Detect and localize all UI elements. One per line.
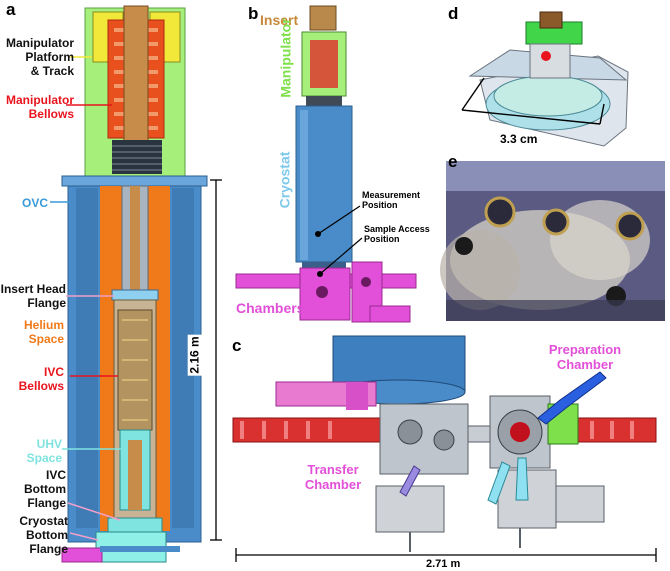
panel-b-drawing xyxy=(235,5,417,323)
panel-letter-c: c xyxy=(232,336,242,355)
label-uhv-space: UHV Space xyxy=(26,437,62,465)
label-sample-access-position: Sample Access Position xyxy=(364,224,430,244)
dimension-2-16m xyxy=(210,179,222,541)
label-cryostat-bottom-flange: Cryostat Bottom Flange xyxy=(19,514,68,556)
label-insert: Insert xyxy=(260,12,299,28)
label-cryostat: Cryostat xyxy=(276,151,293,209)
dimension-2-71m xyxy=(235,548,657,562)
label-preparation-chamber: Preparation Chamber xyxy=(548,342,622,372)
transfer-arm-right xyxy=(575,417,657,443)
label-manipulator-bellows: Manipulator Bellows xyxy=(6,93,74,121)
panel-letter-b: b xyxy=(248,4,259,23)
panel-d-drawing xyxy=(468,11,629,147)
panel-c-drawing xyxy=(232,335,657,552)
panel-letter-e: e xyxy=(448,152,458,171)
measurement-marker xyxy=(315,231,321,237)
label-ovc: OVC xyxy=(21,196,48,210)
panel-a-drawing xyxy=(61,5,208,563)
panel-a-arrows xyxy=(50,56,122,541)
panel-e-photo xyxy=(440,161,665,321)
dimension-label-2-16m: 2.16 m xyxy=(187,334,202,376)
sample-access-marker xyxy=(317,271,323,277)
panel-letter-a: a xyxy=(6,0,16,19)
dimension-label-2-71m: 2.71 m xyxy=(426,558,461,570)
dimension-3-3cm xyxy=(461,77,605,125)
label-manipulator: Manipulator xyxy=(277,18,294,98)
label-chambers: Chambers xyxy=(236,300,305,316)
label-ivc-bottom-flange: IVC Bottom Flange xyxy=(24,468,66,510)
panel-letter-d: d xyxy=(448,4,459,23)
label-measurement-position: Measurement Position xyxy=(362,190,421,210)
label-insert-head-flange: Insert Head Flange xyxy=(0,282,66,310)
label-manipulator-platform: Manipulator Platform & Track xyxy=(6,36,74,78)
label-transfer-chamber: Transfer Chamber xyxy=(304,462,362,492)
dimension-label-3-3cm: 3.3 cm xyxy=(500,132,538,146)
label-helium-space: Helium Space xyxy=(23,318,64,346)
panel-b-arrows xyxy=(317,205,363,275)
label-ivc-bellows: IVC Bellows xyxy=(18,365,64,393)
